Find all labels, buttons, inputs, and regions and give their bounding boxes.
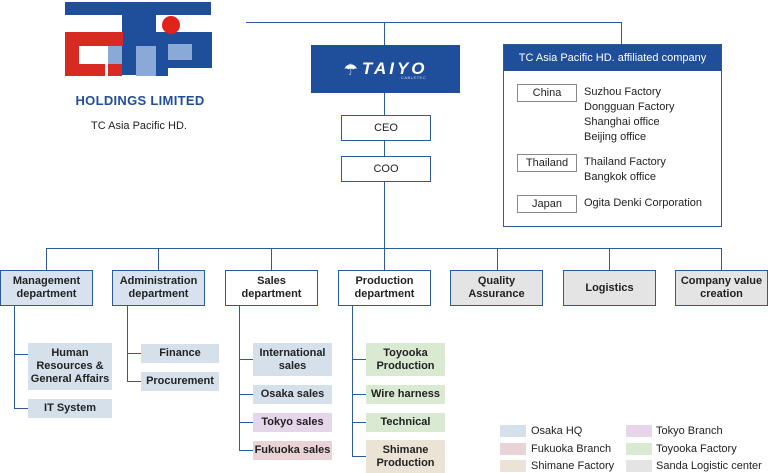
legend-shimane-chip [500, 460, 526, 472]
legend-osaka-label: Osaka HQ [531, 425, 583, 437]
unit-international-sales: International sales [253, 343, 332, 376]
dept-management: Management department [0, 270, 93, 306]
legend-tokyo-chip [626, 425, 652, 437]
legend-osaka-chip [500, 425, 526, 437]
unit-osaka-sales: Osaka sales [253, 385, 332, 404]
dept-logistics: Logistics [563, 270, 656, 306]
thailand-entry: Thailand Factory [584, 156, 666, 168]
unit-hr-general-affairs: Human Resources & General Affairs [28, 343, 112, 390]
unit-wire-harness: Wire harness [366, 385, 445, 404]
taiyo-sub: CABLETEC [401, 75, 427, 80]
taiyo-brand: TAIYO [361, 59, 428, 78]
dept-production: Production department [338, 270, 431, 306]
logo-caption: TC Asia Pacific HD. [91, 120, 187, 132]
connector-line [239, 306, 240, 451]
connector-line [14, 408, 28, 409]
unit-finance: Finance [141, 344, 219, 363]
dept-administration: Administration department [112, 270, 205, 306]
connector-line [127, 306, 128, 382]
connector-line [14, 354, 28, 355]
legend-sanda-label: Sanda Logistic center [656, 460, 762, 472]
connector-line [239, 359, 253, 360]
dept-company-value-creation: Company value creation [675, 270, 768, 306]
legend-tokyo-label: Tokyo Branch [656, 425, 723, 437]
ceo-box: CEO [341, 115, 431, 141]
region-japan: Japan [517, 195, 577, 213]
china-entry: Beijing office [584, 131, 647, 143]
taiyo-box: ☂ TAIYO CABLETEC [311, 45, 460, 93]
connector-line [621, 22, 622, 44]
connector-line [158, 248, 159, 270]
region-thailand: Thailand [517, 154, 577, 172]
taiyo-symbol-icon: ☂ [343, 59, 358, 79]
dept-sales: Sales department [225, 270, 318, 306]
japan-entry: Ogita Denki Corporation [584, 197, 703, 209]
unit-procurement: Procurement [141, 372, 219, 391]
connector-line [239, 422, 253, 423]
connector-line [497, 248, 498, 270]
logo-company-name: HOLDINGS LIMITED [75, 93, 205, 108]
legend-fukuoka-label: Fukuoka Branch [531, 443, 612, 455]
connector-line [384, 248, 385, 270]
legend-fukuoka-chip [500, 443, 526, 455]
coo-box: COO [341, 156, 431, 182]
china-entry: Suzhou Factory [584, 86, 662, 98]
connector-line [609, 248, 610, 270]
connector-line [721, 248, 722, 270]
connector-line [384, 22, 385, 46]
connector-line [352, 359, 366, 360]
legend-shimane-label: Shimane Factory [531, 460, 615, 472]
connector-line [14, 306, 15, 409]
connector-line [352, 306, 353, 457]
connector-line [352, 422, 366, 423]
legend-toyooka-label: Toyooka Factory [656, 443, 737, 455]
connector-line [239, 450, 253, 451]
china-entry: Dongguan Factory [584, 101, 675, 113]
connector-line [127, 381, 141, 382]
legend-toyooka-chip [626, 443, 652, 455]
china-entry: Shanghai office [584, 116, 660, 128]
connector-line [271, 248, 272, 270]
unit-fukuoka-sales: Fukuoka sales [253, 441, 332, 460]
connector-line [127, 353, 141, 354]
legend-sanda-chip [626, 460, 652, 472]
unit-toyooka-production: Toyooka Production [366, 343, 445, 376]
connector-line [246, 22, 622, 23]
affiliated-title: TC Asia Pacific HD. affiliated company [504, 45, 721, 71]
connector-line [46, 248, 47, 270]
connector-line [352, 456, 366, 457]
holdings-logo [64, 2, 214, 112]
tc-logo-mark [65, 2, 212, 76]
connector-line [239, 394, 253, 395]
connector-line [352, 394, 366, 395]
unit-technical: Technical [366, 413, 445, 432]
thailand-entry: Bangkok office [584, 171, 656, 183]
unit-shimane-production: Shimane Production [366, 440, 445, 473]
dept-quality-assurance: Quality Assurance [450, 270, 543, 306]
region-china: China [517, 84, 577, 102]
unit-it-system: IT System [28, 399, 112, 418]
unit-tokyo-sales: Tokyo sales [253, 413, 332, 432]
